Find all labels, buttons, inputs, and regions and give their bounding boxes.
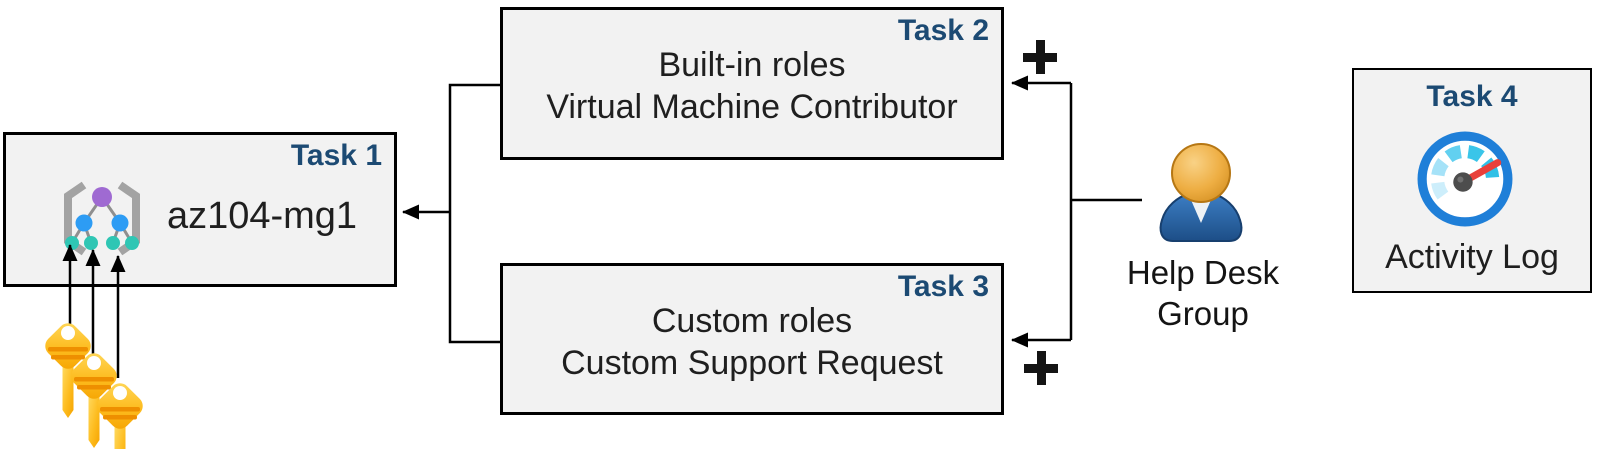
task2-label: Task 2 xyxy=(897,14,989,47)
task4-caption: Activity Log xyxy=(1385,238,1559,276)
task4-label: Task 4 xyxy=(1426,80,1518,113)
activity-log-gauge-icon xyxy=(1417,131,1513,227)
key-icon xyxy=(45,323,91,418)
task2-text: Built-in roles Virtual Machine Contribut… xyxy=(503,44,1001,128)
task4-box: Task 4 Activity Log xyxy=(1352,68,1592,293)
task3-line1: Custom roles xyxy=(651,302,853,340)
help-desk-line2: Group xyxy=(1157,295,1249,332)
help-desk-user-icon xyxy=(1159,143,1243,242)
task2-line2: Virtual Machine Contributor xyxy=(546,88,958,126)
task3-box: Task 3 Custom roles Custom Support Reque… xyxy=(500,263,1004,415)
task3-label: Task 3 xyxy=(897,270,989,303)
help-desk-group-label: Help Desk Group xyxy=(1103,252,1303,334)
task3-line2: Custom Support Request xyxy=(561,344,943,382)
management-group-name: az104-mg1 xyxy=(166,195,358,237)
task2-line1: Built-in roles xyxy=(658,46,846,84)
key-icon xyxy=(97,383,143,449)
task1-label: Task 1 xyxy=(290,139,382,172)
management-group-icon xyxy=(64,181,140,256)
task2-box: Task 2 Built-in roles Virtual Machine Co… xyxy=(500,7,1004,160)
key-icon xyxy=(71,353,117,448)
access-keys-icon xyxy=(45,323,143,449)
plus-icon-bottom xyxy=(1024,351,1058,385)
plus-icon-top xyxy=(1023,40,1057,74)
task1-box: Task 1 az104-mg1 xyxy=(3,132,397,287)
task3-text: Custom roles Custom Support Request xyxy=(503,300,1001,384)
help-desk-line1: Help Desk xyxy=(1126,254,1280,291)
